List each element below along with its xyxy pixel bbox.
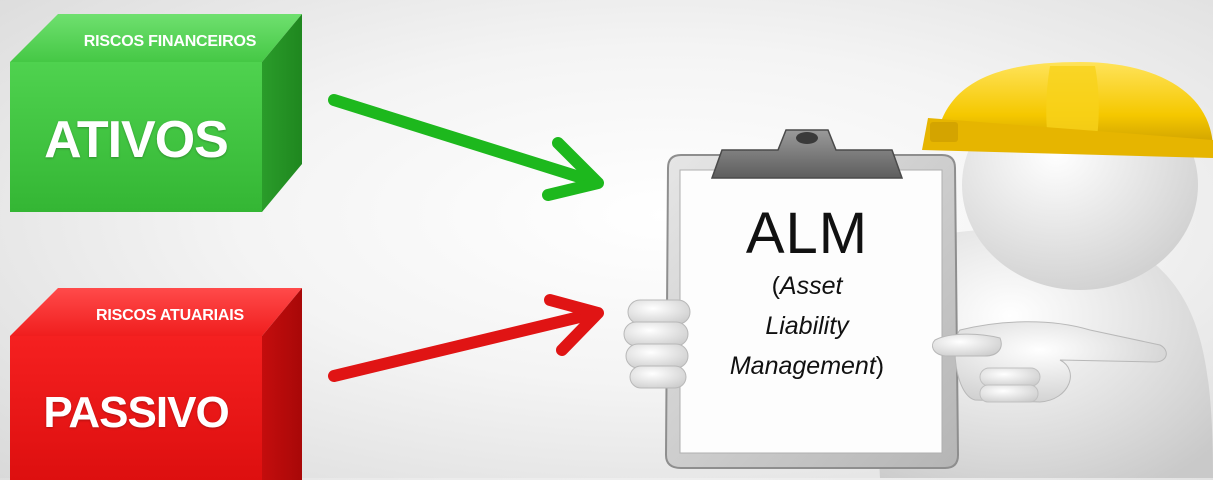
alm-title: ALM: [745, 201, 869, 266]
left-hand: [623, 299, 691, 389]
alm-word-asset: Asset: [779, 272, 843, 300]
alm-word-liability: Liability: [765, 312, 849, 340]
liabilities-to-alm-arrow: [328, 294, 604, 382]
alm-expansion-line-2: Liability: [687, 312, 927, 341]
pointing-hand: [932, 321, 1167, 403]
alm-expansion-line-1: (Asset: [687, 272, 927, 301]
close-paren: ): [875, 352, 885, 380]
assets-cube-shape: [10, 14, 302, 212]
hard-hat-icon: [922, 62, 1213, 158]
assets-label: ATIVOS: [44, 111, 229, 169]
assets-category-label: RISCOS FINANCEIROS: [83, 33, 257, 50]
liabilities-cube: RISCOS ATUARIAIS PASSIVO: [10, 288, 302, 480]
alm-word-management: Management: [729, 352, 876, 380]
liabilities-cube-shape: [10, 288, 302, 480]
liabilities-category-label: RISCOS ATUARIAIS: [96, 307, 244, 324]
assets-to-alm-arrow: [328, 94, 604, 201]
assets-cube: RISCOS FINANCEIROS ATIVOS: [10, 14, 302, 212]
open-paren: (: [771, 272, 780, 300]
arrows-layer: [328, 94, 604, 382]
liabilities-label: PASSIVO: [43, 388, 229, 437]
alm-expansion-line-3: Management): [687, 352, 927, 381]
construction-worker-figure-icon: [623, 62, 1213, 478]
